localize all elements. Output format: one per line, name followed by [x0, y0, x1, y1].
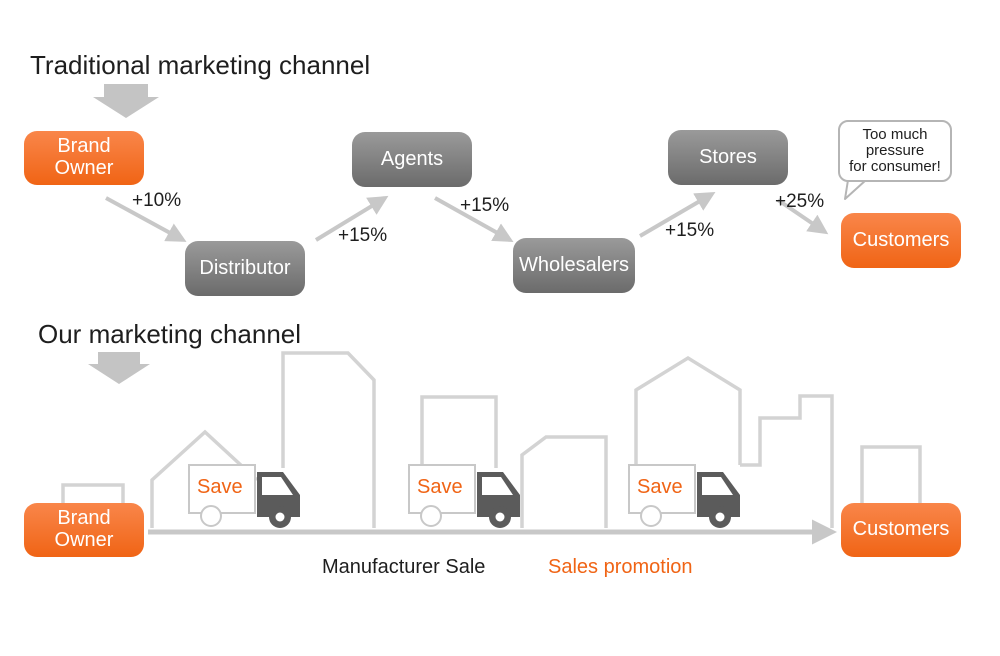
- speech-bubble-tail: [844, 179, 867, 200]
- building-mid-1: [520, 435, 608, 528]
- truck-cargo: [188, 464, 256, 514]
- arrow-stores-to-customers: [776, 198, 829, 235]
- heading-down-arrow-top: [93, 84, 159, 118]
- building-stepped: [740, 394, 834, 528]
- markup-label: +15%: [665, 220, 715, 241]
- arrow-brand-to-distributor: [105, 196, 187, 242]
- stores-node: Stores: [668, 130, 788, 185]
- city-skyline: [61, 351, 922, 528]
- agents-node: Agents: [352, 132, 472, 187]
- flow-arrows: [105, 191, 829, 242]
- building-house-2: [634, 355, 742, 474]
- arrow-distributor-to-agents: [314, 195, 389, 242]
- bubble-text: Too much pressure for consumer!: [849, 126, 941, 175]
- arrow-agents-to-wholesalers: [434, 196, 514, 242]
- truck-3: [628, 464, 740, 528]
- brand-owner-node-ours: Brand Owner: [24, 503, 144, 557]
- brand-owner-node: Brand Owner: [24, 131, 144, 185]
- building-right-small: [860, 445, 922, 510]
- truck-rear-wheel: [640, 505, 662, 527]
- truck-cargo: [408, 464, 476, 514]
- truck-2: [408, 464, 520, 528]
- save-label: Save: [417, 476, 463, 498]
- building-tower-1: [281, 351, 376, 528]
- truck-window: [262, 477, 293, 495]
- save-label: Save: [637, 476, 683, 498]
- our-channel-heading: Our marketing channel: [38, 319, 302, 349]
- truck-cargo: [628, 464, 696, 514]
- speech-bubble: Too much pressure for consumer!: [838, 120, 952, 182]
- markup-label: +15%: [460, 195, 510, 216]
- distributor-node: Distributor: [185, 241, 305, 296]
- customers-node-ours: Customers: [841, 503, 961, 557]
- heading-down-arrow-bottom: [88, 352, 150, 384]
- building-block-1: [420, 395, 498, 468]
- traditional-heading: Traditional marketing channel: [30, 50, 371, 80]
- truck-1: [188, 464, 300, 528]
- customers-node: Customers: [841, 213, 961, 268]
- sales-promotion-label: Sales promotion: [548, 556, 693, 578]
- truck-window: [482, 477, 513, 495]
- manufacturer-sale-label: Manufacturer Sale: [322, 556, 486, 578]
- truck-window: [702, 477, 733, 495]
- markup-label: +10%: [132, 190, 182, 211]
- wholesalers-node: Wholesalers: [513, 238, 635, 293]
- truck-rear-wheel: [200, 505, 222, 527]
- save-label: Save: [197, 476, 243, 498]
- building-house-1: [150, 429, 259, 528]
- markup-label: +25%: [775, 191, 825, 212]
- arrow-wholesalers-to-stores: [638, 191, 716, 238]
- truck-rear-wheel: [420, 505, 442, 527]
- markup-label: +15%: [338, 225, 388, 246]
